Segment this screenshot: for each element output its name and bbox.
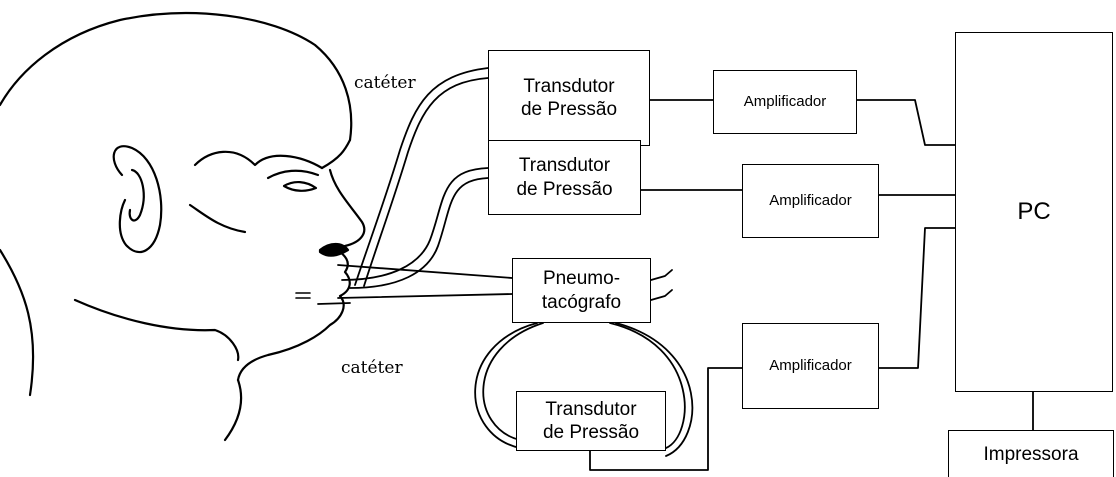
loop-left-a bbox=[474, 322, 538, 449]
head-illustration bbox=[0, 12, 366, 442]
catheter-top-a bbox=[354, 67, 489, 286]
pressure-transducer-3: Transdutor de Pressão bbox=[516, 391, 666, 451]
wire-a3-pc bbox=[878, 227, 956, 369]
printer-label: Impressora bbox=[983, 444, 1079, 465]
amplifier-3: Amplificador bbox=[742, 323, 879, 409]
catheter-mid-b bbox=[349, 177, 489, 289]
amplifier-1-label: Amplificador bbox=[743, 92, 827, 110]
mouth-dash bbox=[295, 292, 311, 299]
tubes bbox=[317, 67, 694, 457]
mouth-tube-bottom bbox=[337, 293, 513, 299]
catheter-label-top: catéter bbox=[354, 73, 416, 93]
pc-label: PC bbox=[1017, 198, 1051, 226]
cheek-line bbox=[188, 203, 247, 234]
eye bbox=[282, 181, 318, 192]
printer-box: Impressora bbox=[948, 430, 1114, 477]
transducer-1-line2: de Pressão bbox=[520, 99, 618, 120]
neck-back bbox=[0, 248, 35, 397]
head-outline bbox=[0, 12, 353, 142]
pressure-transducer-2: Transdutor de Pressão bbox=[488, 140, 641, 215]
outlet-bottom bbox=[650, 289, 673, 301]
forehead-line bbox=[320, 138, 352, 170]
transducer-2-line2: de Pressão bbox=[516, 178, 613, 200]
mouth-tube-top bbox=[337, 264, 513, 279]
eyebrow bbox=[266, 169, 320, 180]
transducer-1-line1: Transdutor bbox=[523, 75, 615, 97]
catheter-top-b bbox=[363, 77, 489, 287]
transducer-2-line1: Transdutor bbox=[518, 155, 611, 177]
catheter-mid-a bbox=[341, 167, 489, 281]
catheter-label-bottom: catéter bbox=[341, 358, 403, 378]
jaw-line bbox=[73, 298, 240, 362]
transducer-3-line1: Transdutor bbox=[545, 398, 637, 420]
wire-t3-a3 bbox=[589, 367, 743, 471]
pc-box: PC bbox=[955, 32, 1113, 392]
transducer-3-line2: de Pressão bbox=[542, 422, 640, 443]
pneumotachograph: Pneumo- tacógrafo bbox=[512, 258, 651, 323]
wire-a1-pc bbox=[856, 99, 956, 146]
hairline bbox=[193, 150, 324, 170]
loop-right-b bbox=[615, 322, 694, 457]
pneumotachograph-line1: Pneumo- bbox=[542, 268, 621, 290]
amplifier-3-label: Amplificador bbox=[769, 356, 852, 374]
amplifier-1: Amplificador bbox=[713, 70, 857, 134]
pressure-transducer-1: Transdutor de Pressão bbox=[488, 50, 650, 146]
amplifier-2: Amplificador bbox=[742, 164, 879, 238]
wires bbox=[589, 99, 1034, 471]
pneumotachograph-line2: tacógrafo bbox=[541, 291, 622, 313]
mustache bbox=[318, 242, 350, 257]
loop-right-a bbox=[609, 322, 686, 449]
lower-catheter bbox=[317, 302, 351, 305]
neck-front bbox=[223, 378, 243, 442]
ear bbox=[112, 145, 163, 254]
ear-inner bbox=[128, 168, 145, 222]
loop-left-b bbox=[482, 322, 544, 441]
outlet-top bbox=[650, 269, 673, 281]
amplifier-2-label: Amplificador bbox=[769, 191, 852, 209]
face-profile bbox=[236, 168, 366, 382]
